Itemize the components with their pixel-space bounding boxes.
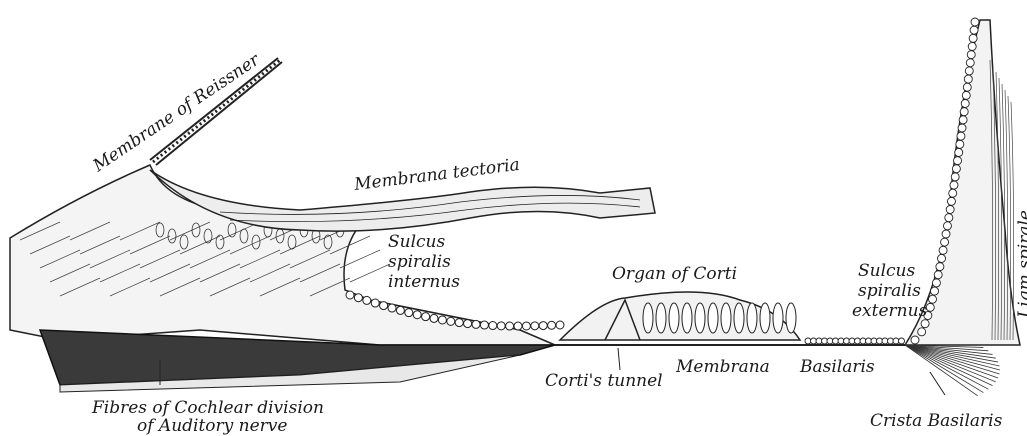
sulcus-externus-cells — [805, 338, 905, 344]
label-membrana: Membrana — [675, 357, 770, 377]
spiral-ligament — [905, 18, 1020, 345]
label-sulcus-externus-3: externus — [852, 301, 928, 321]
label-fibres-line2: of Auditory nerve — [137, 416, 287, 436]
label-ligament-spirale: Ligm spirale — [1015, 210, 1027, 319]
label-fibres-line1: Fibres of Cochlear division — [91, 398, 324, 418]
organ-of-corti — [560, 292, 800, 340]
label-sulcus-internus-3: internus — [388, 272, 460, 292]
label-cortis-tunnel: Corti's tunnel — [545, 371, 663, 391]
label-sulcus-externus-1: Sulcus — [858, 261, 916, 281]
label-basilaris: Basilaris — [799, 357, 875, 377]
label-membrane-of-reissner: Membrane of Reissner — [89, 49, 264, 176]
crista-basilaris-fibres — [905, 345, 1000, 396]
label-sulcus-externus-2: spiralis — [858, 281, 921, 301]
label-sulcus-internus-1: Sulcus — [388, 232, 446, 252]
label-sulcus-internus-2: spiralis — [388, 252, 451, 272]
label-organ-of-corti: Organ of Corti — [612, 264, 737, 284]
label-crista-basilaris: Crista Basilaris — [870, 411, 1003, 431]
